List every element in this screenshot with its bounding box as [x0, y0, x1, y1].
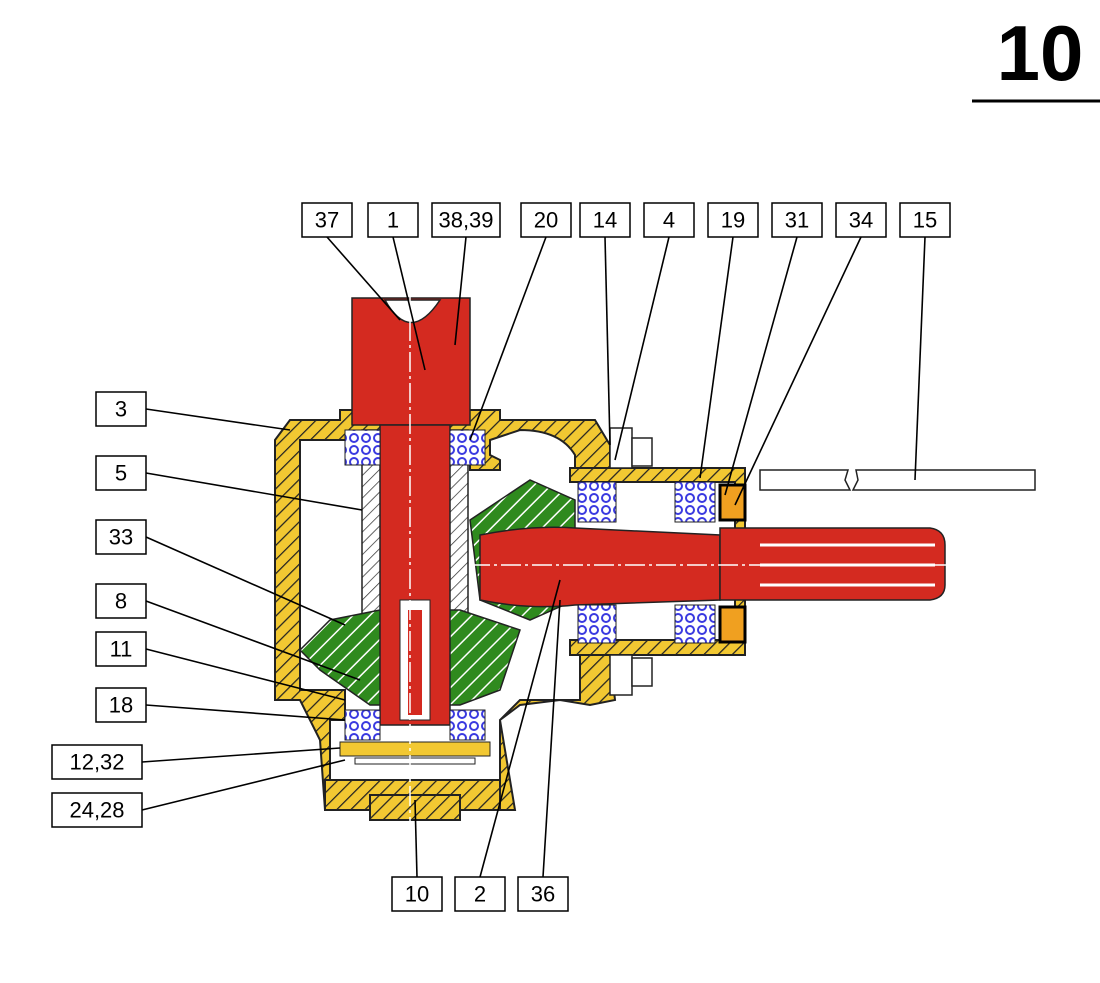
- shim: [339, 741, 491, 757]
- callout-8: 8: [95, 583, 147, 619]
- svg-text:18: 18: [109, 693, 133, 718]
- svg-text:33: 33: [109, 525, 133, 550]
- svg-text:38,39: 38,39: [438, 208, 493, 233]
- svg-text:14: 14: [593, 208, 617, 233]
- bearing: [674, 604, 716, 644]
- callout-3: 3: [95, 391, 147, 427]
- bearing: [449, 709, 486, 741]
- svg-text:3: 3: [115, 397, 127, 422]
- callout-24-28: 24,28: [51, 792, 143, 828]
- bearing: [577, 604, 617, 644]
- svg-text:31: 31: [785, 208, 809, 233]
- callout-36: 36: [517, 876, 569, 912]
- svg-text:34: 34: [849, 208, 873, 233]
- svg-text:1: 1: [387, 208, 399, 233]
- svg-text:19: 19: [721, 208, 745, 233]
- pto-guard-bar: [759, 469, 1036, 491]
- bearing: [449, 429, 486, 466]
- bearing: [577, 481, 617, 523]
- callout-5: 5: [95, 455, 147, 491]
- pinion-shaft: [479, 526, 721, 608]
- top-labels: 37 1 38,39 20 14 4 19 31 34 15: [301, 202, 951, 238]
- callout-11: 11: [95, 631, 147, 667]
- leader-lines: [141, 236, 926, 878]
- svg-text:10: 10: [405, 882, 429, 907]
- seal: [718, 605, 747, 644]
- callout-20: 20: [520, 202, 572, 238]
- bearing: [344, 429, 381, 466]
- bearing: [344, 709, 381, 741]
- callout-15: 15: [899, 202, 951, 238]
- callout-2: 2: [454, 876, 506, 912]
- svg-text:11: 11: [110, 637, 133, 662]
- callout-19: 19: [707, 202, 759, 238]
- callout-31: 31: [771, 202, 823, 238]
- callout-10: 10: [391, 876, 443, 912]
- bearing: [674, 481, 716, 523]
- callout-33: 33: [95, 519, 147, 555]
- svg-text:12,32: 12,32: [69, 750, 124, 775]
- svg-text:20: 20: [534, 208, 558, 233]
- callout-4: 4: [643, 202, 695, 238]
- svg-text:2: 2: [474, 882, 486, 907]
- bottom-labels: 10 2 36: [391, 876, 569, 912]
- callout-18: 18: [95, 687, 147, 723]
- left-labels: 3 5 33 8 11 18 12,32 24,28: [51, 391, 147, 828]
- svg-text:37: 37: [315, 208, 339, 233]
- svg-text:4: 4: [663, 208, 675, 233]
- callout-1: 1: [367, 202, 419, 238]
- svg-text:36: 36: [531, 882, 555, 907]
- svg-text:24,28: 24,28: [69, 798, 124, 823]
- callout-37: 37: [301, 202, 353, 238]
- svg-text:15: 15: [913, 208, 937, 233]
- svg-text:5: 5: [115, 461, 127, 486]
- page-number: 10: [997, 9, 1084, 97]
- svg-text:8: 8: [115, 589, 127, 614]
- callout-12-32: 12,32: [51, 744, 143, 780]
- callout-14: 14: [579, 202, 631, 238]
- callout-34: 34: [835, 202, 887, 238]
- callout-38-39: 38,39: [431, 202, 501, 238]
- top-cap: [351, 297, 471, 426]
- gearbox-drawing: [274, 290, 1036, 840]
